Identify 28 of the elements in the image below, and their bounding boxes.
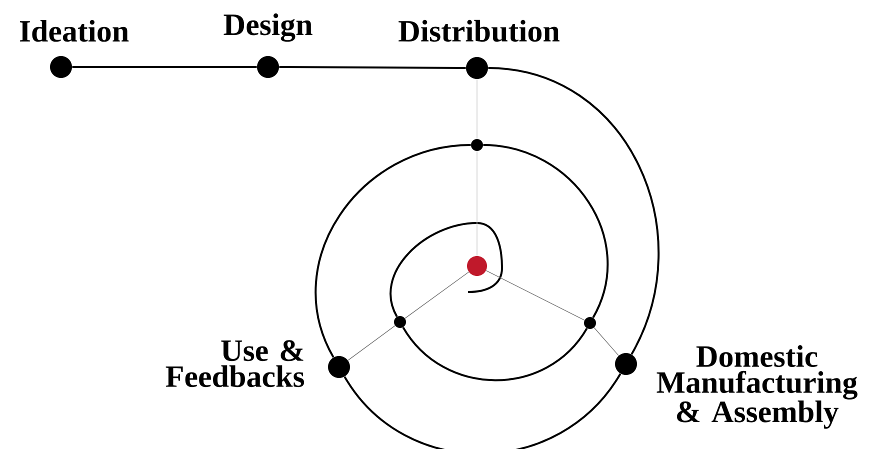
dot [466,57,488,79]
stage-label: Ideation [20,20,129,42]
dot [394,316,406,328]
spiral-line [344,373,622,449]
radial-line [348,325,396,361]
spiral-line [390,222,503,318]
stage-label: Design [224,13,312,42]
radial-line [486,270,585,321]
dot [257,56,279,78]
dot [584,317,596,329]
dot [50,56,72,78]
spiral-line [314,144,471,358]
radial-line [476,150,478,256]
dot [615,353,637,375]
stage-label: Distribution [398,20,560,42]
radial-line [404,272,470,319]
spiral-line [402,326,588,382]
spiral-line [488,67,660,355]
radial-line [476,78,478,140]
dot [467,256,487,276]
spiral-line [279,66,466,69]
stage-label: Use & Feedbacks [166,340,304,388]
radial-line [594,327,619,356]
spiral-line [72,66,257,68]
dot [328,356,350,378]
dot [471,139,483,151]
stage-label: Domestic Manufacturing & Assembly [656,345,858,429]
spiral-line [483,144,608,318]
